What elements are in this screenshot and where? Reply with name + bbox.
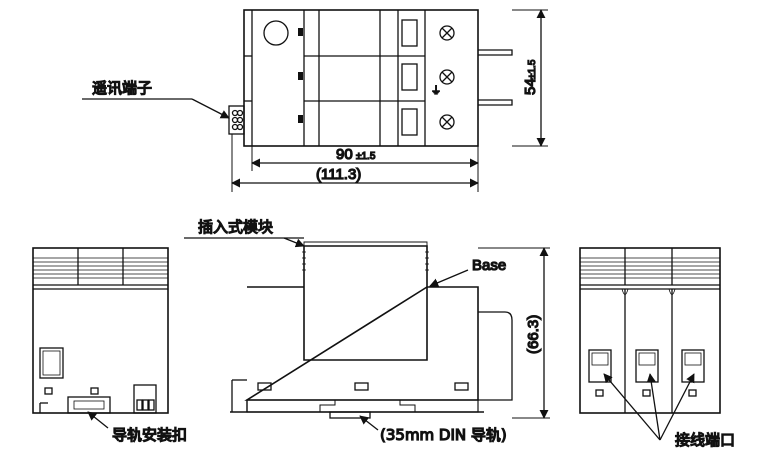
right-cooling-fins [580, 257, 720, 279]
tab-lower [478, 99, 513, 106]
left-side-view [32, 247, 169, 429]
ground-symbol: ⏚ [431, 85, 441, 97]
label-plug-in-module: 插入式模块 [198, 218, 273, 236]
left-cooling-fins [33, 257, 168, 279]
dim-54-value: 54 [522, 78, 539, 95]
label-base: Base [472, 257, 506, 274]
din-rail-leader [359, 415, 379, 431]
base-leader [429, 269, 469, 288]
remote-terminal-side [133, 384, 157, 414]
remote-terminal-leader [191, 98, 230, 119]
label-wiring-port: 接线端口 [675, 431, 735, 449]
top-view-knob [263, 20, 289, 46]
top-view: ⏚ [82, 9, 548, 192]
wiring-port-leaders [603, 373, 695, 441]
remote-terminal-block [228, 105, 245, 135]
window-slot-3 [401, 108, 418, 136]
dim-90-tolerance: ±1.5 [356, 151, 376, 162]
plug-in-module-outline [303, 245, 428, 361]
dim-111-value: (111.3) [316, 166, 361, 183]
left-indicator-window [39, 347, 64, 379]
dim-66-value: (66.3) [525, 315, 542, 354]
front-view [184, 237, 550, 431]
dim-54-label: 54 ±1.5 [521, 59, 539, 96]
screw-terminal-3 [439, 114, 455, 130]
din-rail [329, 411, 371, 419]
window-slot-1 [401, 19, 418, 47]
screw-terminal-1 [439, 25, 455, 41]
label-remote-terminal: 遥讯端子 [92, 79, 152, 97]
label-din-rail: (35mm DIN 导轨) [380, 426, 507, 444]
dim-90-value: 90 [336, 146, 353, 163]
base-side-tab [478, 311, 513, 401]
right-side-view [579, 247, 721, 441]
dim-54-tolerance: ±1.5 [527, 59, 538, 79]
screw-terminal-2 [439, 69, 455, 85]
window-slot-2 [401, 63, 418, 91]
dim-66-label: (66.3) [524, 314, 542, 354]
rail-clip-leader [87, 411, 109, 429]
plug-in-module-leader [283, 237, 305, 248]
tab-upper [478, 49, 513, 56]
wiring-port-2 [635, 349, 659, 383]
wiring-port-1 [588, 349, 612, 383]
label-rail-clip: 导轨安装扣 [112, 426, 187, 444]
